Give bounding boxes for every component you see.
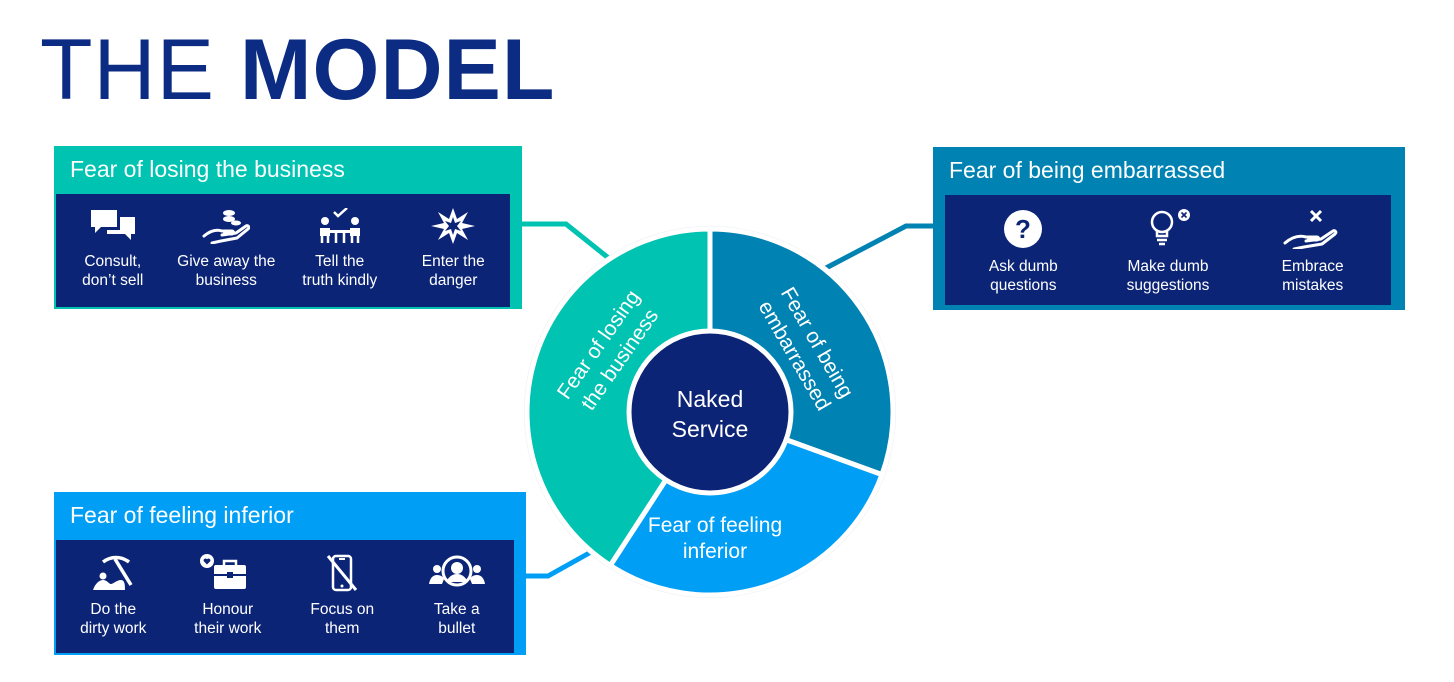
item-give-away: Give away the business	[170, 194, 284, 290]
item-label: Consult, don’t sell	[82, 253, 144, 289]
item-label: Ask dumb questions	[988, 258, 1058, 294]
panel-fear-of-inferiority: Fear of feeling inferior Do the dirty wo…	[54, 492, 526, 655]
item-focus-on-them: Focus on them	[285, 540, 400, 638]
panel-items: Consult, don’t sell Give away the busine…	[56, 194, 510, 307]
segment-label-inferior-line1: Fear of feeling	[648, 514, 782, 537]
segment-inferior	[606, 408, 886, 598]
center-circle	[626, 328, 794, 496]
item-make-dumb-suggestions: Make dumb suggestions	[1096, 195, 1241, 295]
item-honour-work: Honour their work	[171, 540, 286, 638]
question-circle-icon: ?	[1004, 210, 1043, 248]
item-label: Honour their work	[194, 601, 262, 637]
panel-fear-of-embarrassment: Fear of being embarrassed ? Ask dumb que…	[933, 147, 1405, 310]
connector-embarrassed	[824, 223, 933, 271]
center-label-line2: Service	[672, 416, 749, 442]
lightbulb-x-icon	[1150, 209, 1190, 246]
item-label: Focus on them	[310, 601, 375, 637]
hand-x-icon	[1283, 209, 1337, 249]
svg-text:?: ?	[1015, 214, 1031, 244]
connector-inferior	[526, 544, 602, 579]
item-label: Give away the business	[177, 253, 276, 289]
briefcase-heart-icon	[199, 554, 246, 589]
meeting-check-icon	[319, 208, 360, 243]
panel-title: Fear of feeling inferior	[70, 502, 294, 528]
item-consult: Consult, don’t sell	[56, 194, 170, 290]
panel-fear-of-losing: Fear of losing the business Consult, don…	[54, 146, 522, 309]
item-embrace-mistakes: Embrace mistakes	[1240, 195, 1385, 295]
item-take-a-bullet: Take a bullet	[400, 540, 515, 638]
hand-coins-icon	[202, 210, 251, 244]
person-target-icon	[428, 555, 485, 587]
panel-title: Fear of being embarrassed	[949, 157, 1226, 183]
speech-bubbles-icon	[90, 210, 135, 240]
title-bold: MODEL	[239, 22, 556, 118]
explosion-icon	[431, 208, 476, 244]
title-light: THE	[40, 22, 215, 118]
connector-losing	[522, 221, 613, 262]
page-title: THE MODEL	[40, 22, 555, 118]
panel-items: ? Ask dumb questions Make dumb suggestio…	[945, 195, 1391, 305]
item-tell-truth: Tell the truth kindly	[283, 194, 397, 290]
panel-title: Fear of losing the business	[70, 156, 345, 182]
item-dirty-work: Do the dirty work	[56, 540, 171, 638]
item-label: Enter the danger	[421, 253, 485, 289]
item-label: Tell the truth kindly	[302, 253, 378, 289]
item-label: Make dumb suggestions	[1126, 258, 1210, 294]
pickaxe-icon	[93, 555, 133, 590]
item-label: Embrace mistakes	[1281, 258, 1344, 294]
segment-label-inferior-line2: inferior	[683, 540, 747, 563]
item-label: Take a bullet	[433, 601, 480, 637]
item-ask-dumb-questions: ? Ask dumb questions	[951, 195, 1096, 295]
item-enter-danger: Enter the danger	[397, 194, 511, 290]
no-phone-icon	[327, 554, 358, 592]
panel-items: Do the dirty work Honour their work Focu…	[56, 540, 514, 653]
center-label-line1: Naked	[677, 386, 743, 412]
item-label: Do the dirty work	[80, 601, 147, 637]
